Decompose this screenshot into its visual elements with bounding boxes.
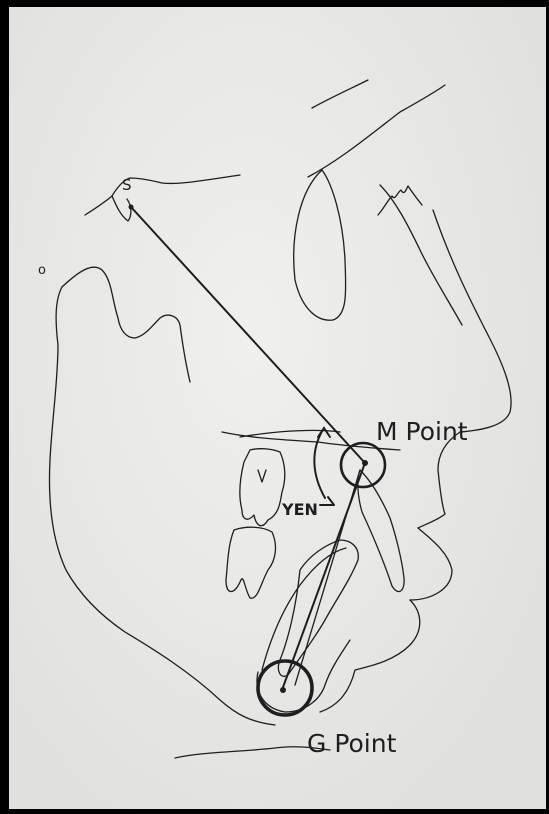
frontal-curve	[312, 80, 368, 108]
s-label: S	[122, 176, 132, 194]
palate-lower-edge	[240, 430, 340, 437]
yen-label: YEN	[281, 500, 318, 519]
yen-arrow-head	[318, 428, 330, 437]
soft-tissue-upper-lip	[418, 432, 460, 528]
s-point-dot	[129, 205, 134, 210]
m-point-dot	[362, 460, 368, 466]
symphysis-inner	[257, 640, 350, 712]
palatal-plane	[222, 432, 400, 450]
cranial-base-line	[85, 175, 240, 215]
soft-tissue-lower-lip	[410, 528, 452, 600]
sella-to-m-line	[131, 207, 365, 463]
g-point-label: G Point	[307, 729, 397, 758]
m-point-label: M Point	[376, 417, 468, 446]
soft-tissue-nose	[433, 210, 511, 432]
pterygomaxillary-fissure	[294, 170, 346, 320]
yen-angle-arc	[314, 428, 325, 498]
upper-molar-fissure	[258, 470, 266, 482]
yen-arrow-tip	[320, 497, 334, 505]
upper-molar	[240, 449, 285, 526]
g-point-dot	[280, 687, 286, 693]
soft-tissue-chin	[320, 600, 420, 712]
o-label: o	[38, 263, 46, 278]
cervical-vertebra	[62, 267, 190, 382]
lower-molar	[226, 527, 275, 598]
sella-turcica-outline	[112, 196, 131, 221]
